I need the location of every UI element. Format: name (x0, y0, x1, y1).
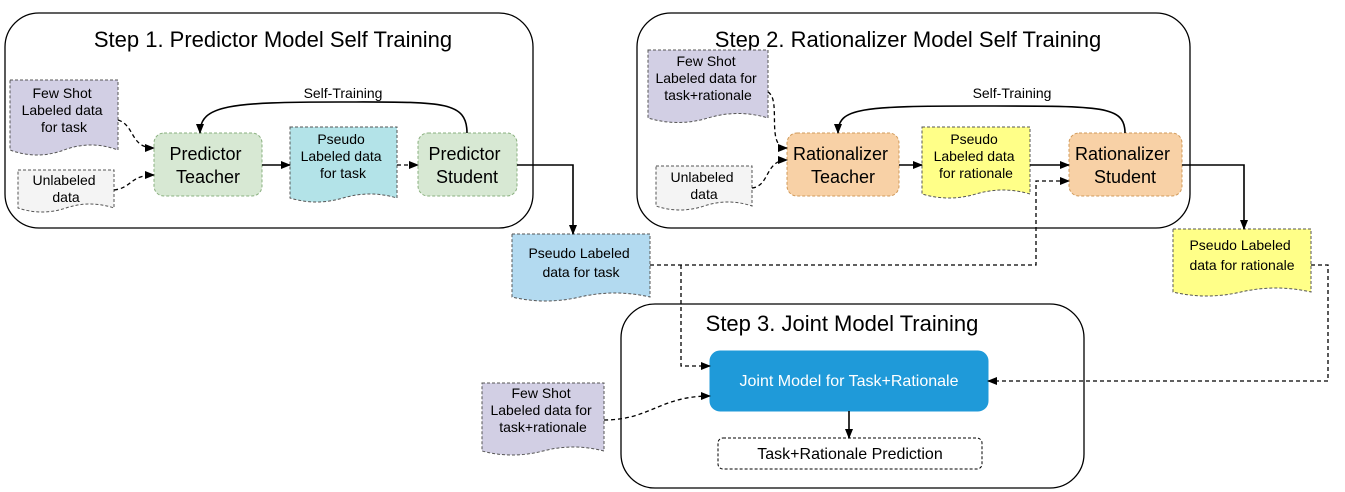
step1-self-training-label: Self-Training (304, 85, 383, 101)
predictor-teacher-label: Predictor Teacher (169, 144, 246, 187)
step1-unlabeled-arrow (113, 171, 155, 191)
predictor-student-label: Predictor Student (428, 144, 505, 187)
pseudo-task-doc (511, 233, 651, 302)
pseudo-task-label: Pseudo Labeled data for task (528, 245, 633, 280)
rationalizer-student-to-pseudo-rationale-arrow (1182, 164, 1248, 230)
prediction-label: Task+Rationale Prediction (757, 446, 942, 463)
pseudo-rationale-to-joint-arrow (987, 264, 1329, 385)
step1-few-shot-doc (9, 79, 119, 156)
step2-pseudo-label: Pseudo Labeled data for rationale (934, 131, 1019, 181)
step2-panel (636, 12, 1191, 229)
step2-unlabeled-label: Unlabeled data (671, 169, 738, 202)
rationalizer-student-label: Rationalizer Student (1075, 144, 1175, 187)
step1-title: Step 1. Predictor Model Self Training (94, 27, 452, 52)
step1-pseudo-label: Pseudo Labeled data for task (301, 131, 386, 181)
step1-few-shot-arrow (117, 119, 155, 152)
step2-few-shot-label: Few Shot Labeled data for task+rationale (655, 53, 760, 103)
step2-self-training-arrow (834, 105, 1126, 134)
step2-pseudo-doc (921, 126, 1031, 199)
few-shot-to-joint-arrow (603, 392, 711, 421)
pseudo-rationale-label: Pseudo Labeled data for rationale (1189, 237, 1294, 273)
step2-self-training-label: Self-Training (973, 85, 1052, 101)
step2-title: Step 2. Rationalizer Model Self Training (715, 27, 1101, 52)
step2-unlabeled-doc (655, 165, 753, 211)
step1-unlabeled-doc (17, 169, 115, 213)
rationalizer-teacher (786, 132, 900, 197)
step2-unlabeled-arrow (751, 156, 788, 189)
rationalizer-teacher-label: Rationalizer Teacher (793, 144, 893, 187)
step3-few-shot-doc (481, 382, 605, 456)
step1-unlabeled-label: Unlabeled data (33, 172, 100, 205)
step1-few-shot-label: Few Shot Labeled data for task (22, 85, 107, 135)
step2-few-shot-doc (647, 49, 769, 123)
joint-model-label: Joint Model for Task+Rationale (740, 373, 959, 390)
predictor-student-to-pseudo-task-arrow (517, 164, 577, 235)
step3-title: Step 3. Joint Model Training (706, 311, 979, 336)
step2-few-shot-arrow (767, 91, 788, 152)
step1-pseudo-doc (289, 126, 398, 203)
pseudo-task-to-joint-arrow (680, 265, 711, 370)
step1-panel (4, 12, 534, 229)
pseudo-task-to-rationalizer-student-arrow (650, 177, 1070, 266)
step3-few-shot-label: Few Shot Labeled data for task+rationale (490, 385, 595, 435)
pseudo-rationale-doc (1172, 228, 1312, 297)
step1-self-training-arrow (196, 101, 468, 134)
